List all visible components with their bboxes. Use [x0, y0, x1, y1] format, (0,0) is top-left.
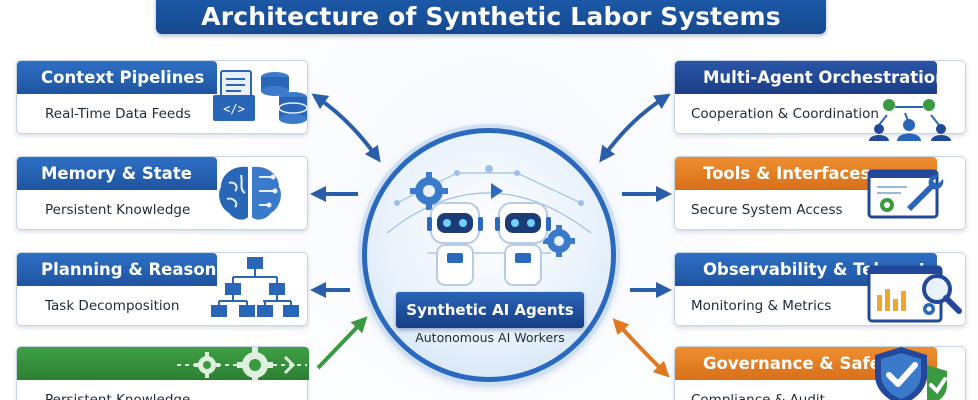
arrow-context-pipelines: [311, 93, 381, 163]
card-subtitle: Compliance & Audit: [691, 391, 825, 400]
shield-check-icon: [875, 347, 947, 400]
network-people-icon: [869, 99, 951, 141]
arrow-governance: [612, 318, 670, 378]
dashboard-magnifier-icon: [867, 265, 962, 323]
card-title: Multi-Agent Orchestration: [675, 61, 947, 94]
card-subtitle: Monitoring & Metrics: [691, 297, 832, 314]
documents-database-icon: </>: [213, 70, 308, 124]
card-context-pipelines: Context Pipelines Real-Time Data Feeds <…: [16, 60, 308, 134]
card-subtitle: Persistent Knowledge: [45, 391, 191, 400]
card-subtitle: Task Decomposition: [45, 297, 180, 314]
card-fourth-left: Persistent Knowledge: [16, 346, 309, 400]
card-subtitle: Cooperation & Coordination: [691, 105, 879, 122]
card-subtitle: Real-Time Data Feeds: [45, 105, 191, 122]
gears-icon: [177, 347, 307, 381]
robot-agents-icon: [386, 165, 592, 286]
page-title: Architecture of Synthetic Labor Systems: [201, 1, 781, 31]
card-title: Memory & State: [17, 157, 217, 190]
card-memory-state: Memory & State Persistent Knowledge: [16, 156, 308, 230]
hub-sublabel: Autonomous AI Workers: [415, 330, 565, 345]
card-governance-safety: Governance & Safety Compliance & Audit: [674, 346, 966, 400]
agents-hub: [362, 128, 616, 382]
arrow-multi-agent: [599, 93, 671, 163]
brain-circuit-icon: [219, 166, 281, 220]
card-planning-reasoning: Planning & Reasoning Task Decomposition: [16, 252, 308, 326]
arrow-fourth-left: [316, 316, 368, 370]
card-multi-agent-orchestration: Multi-Agent Orchestration Cooperation & …: [674, 60, 966, 141]
hub-label: Synthetic AI Agents: [396, 292, 584, 328]
card-tools-interfaces: Tools & Interfaces Secure System Access: [674, 156, 966, 230]
card-title: Planning & Reasoning: [17, 253, 246, 286]
hierarchy-chart-icon: [211, 257, 299, 317]
card-subtitle: Secure System Access: [691, 201, 843, 218]
card-subtitle: Persistent Knowledge: [45, 201, 191, 218]
svg-text:</>: </>: [223, 102, 245, 116]
card-observability-telemetry: Observability & Telemetry Monitoring & M…: [674, 252, 966, 326]
monitor-wrench-icon: [867, 169, 944, 219]
card-title: Context Pipelines: [17, 61, 217, 94]
title-banner: Architecture of Synthetic Labor Systems: [156, 0, 826, 34]
